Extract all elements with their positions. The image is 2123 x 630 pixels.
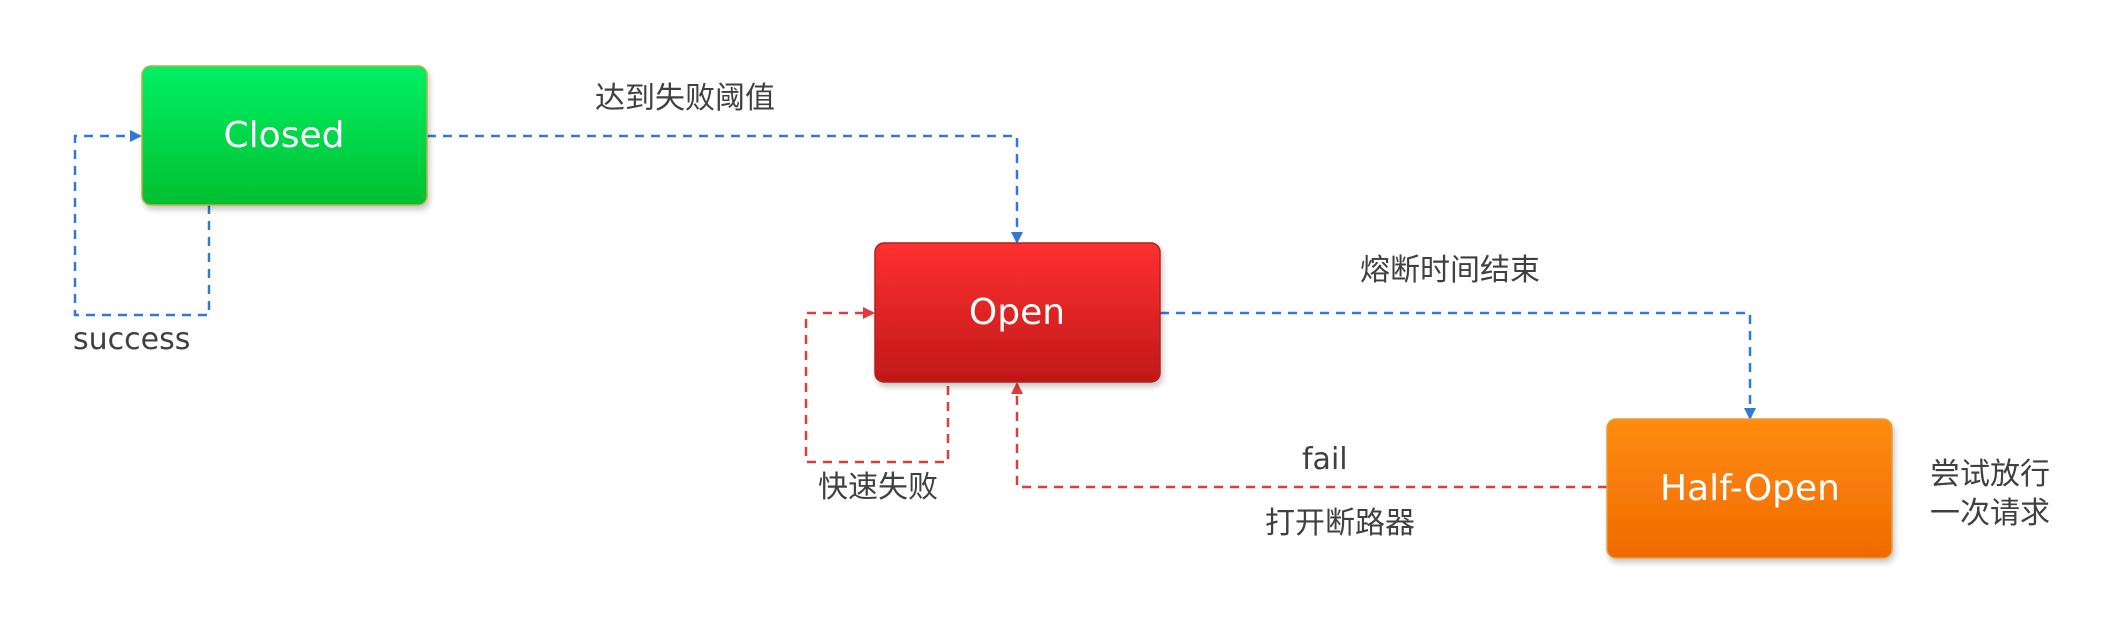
half-open-to-open-label-fail: fail <box>1302 442 1348 477</box>
state-open-box <box>874 242 1161 383</box>
open-to-half-open-label: 熔断时间结束 <box>1360 253 1540 288</box>
state-open-label: Open <box>969 292 1065 333</box>
half-open-note-line1: 尝试放行 <box>1930 457 2050 492</box>
open-self-loop-label: 快速失败 <box>818 470 938 505</box>
state-half-open: Half-Open <box>1606 418 1893 559</box>
state-open: Open <box>874 242 1161 383</box>
half-open-to-open-arrow <box>1011 382 1607 489</box>
state-closed: Closed <box>141 65 428 206</box>
closed-to-open-label: 达到失败阈值 <box>595 81 775 116</box>
state-half-open-label: Half-Open <box>1660 468 1840 509</box>
state-closed-label: Closed <box>224 115 345 156</box>
state-half-open-box <box>1606 418 1893 559</box>
state-closed-box <box>141 65 428 206</box>
half-open-to-open-label-open-breaker: 打开断路器 <box>1265 506 1415 541</box>
open-self-loop-arrow <box>804 307 950 464</box>
open-to-half-open-arrow <box>1160 311 1756 420</box>
closed-self-loop-arrow <box>73 130 211 317</box>
closed-self-loop-label: success <box>73 322 190 357</box>
closed-to-open-arrow <box>427 134 1023 244</box>
half-open-note-line2: 一次请求 <box>1930 496 2050 531</box>
